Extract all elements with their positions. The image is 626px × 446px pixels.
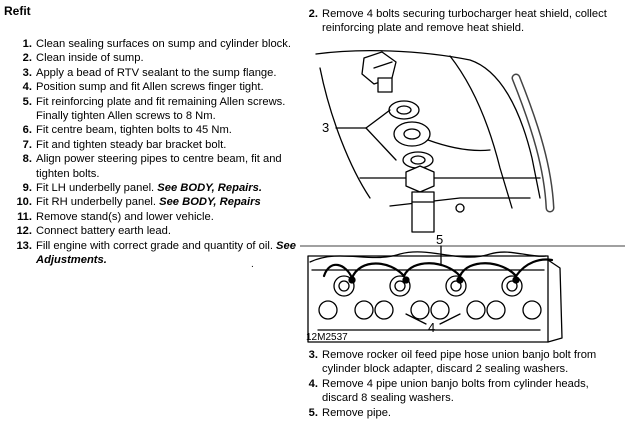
list-item: 8. Align power steering pipes to centre b…: [8, 152, 298, 181]
step-number: 13.: [16, 239, 32, 252]
step-text: Fit and tighten steady bar bracket bolt.: [36, 138, 227, 151]
step-text: Fit RH underbelly panel.: [36, 196, 157, 209]
leader-line: [365, 109, 391, 129]
list-item: 1. Clean sealing surfaces on sump and cyl…: [8, 37, 298, 51]
heat-shield-outline: [315, 49, 555, 213]
step-number: 2.: [308, 8, 318, 20]
step-number: 1.: [22, 38, 32, 50]
step-text: Fit LH underbelly panel.: [36, 182, 155, 195]
list-item: 11. Remove stand(s) and lower vehicle.: [8, 210, 298, 224]
list-item: 12. Connect battery earth lead.: [8, 224, 298, 238]
list-item: 10. Fit RH underbelly panel. See BODY, Re…: [8, 195, 298, 209]
list-item: 2. Remove 4 bolts securing turbocharger h…: [294, 7, 624, 36]
list-item: 2. Clean inside of sump.: [8, 51, 298, 65]
bolt-hole-icon: [455, 203, 465, 213]
step-text: Remove 4 pipe union banjo bolts from cyl…: [322, 377, 589, 405]
list-item: 5. Fit reinforcing plate and fit remainin…: [8, 95, 298, 124]
list-item: 3. Apply a bead of RTV sealant to the sum…: [8, 66, 298, 80]
step-text: Fit reinforcing plate and fit remaining …: [36, 95, 286, 123]
cross-reference-link[interactable]: See BODY, Repairs.: [157, 182, 262, 195]
list-item: 3. Remove rocker oil feed pipe hose union…: [294, 348, 624, 377]
banjo-bolts: [348, 276, 520, 284]
sealing-washer-lower-icon: [402, 151, 434, 169]
step-text-wrapper: Fit RH underbelly panel. See BODY, Repai…: [36, 195, 298, 209]
sealing-washer-upper-hole: [396, 105, 412, 115]
step-text: Align power steering pipes to centre bea…: [36, 153, 282, 180]
step-text: Clean inside of sump.: [36, 52, 144, 65]
step-number: 5.: [308, 406, 318, 419]
step-text: Fill engine with correct grade and quant…: [36, 239, 273, 252]
step-number: 3.: [22, 66, 32, 79]
step-number: 11.: [17, 210, 32, 223]
leader-line: [365, 127, 397, 161]
list-item: 7. Fit and tighten steady bar bracket bol…: [8, 138, 298, 152]
step-text-wrapper: Fill engine with correct grade and quant…: [36, 239, 298, 268]
step-number: 10.: [16, 196, 32, 209]
step-text: Fit centre beam, tighten bolts to 45 Nm.: [36, 124, 232, 137]
refit-steps-list: 1. Clean sealing surfaces on sump and cyl…: [8, 37, 298, 268]
adapter-fitting-icon: [405, 165, 435, 233]
step-text: Remove stand(s) and lower vehicle.: [36, 210, 214, 223]
removal-steps-top: 2. Remove 4 bolts securing turbocharger h…: [294, 7, 624, 36]
step-text: Position sump and fit Allen screws finge…: [36, 81, 264, 94]
engine-diagram: 3 5 4 12M2537: [300, 49, 625, 343]
callout-4: 4: [428, 320, 435, 335]
leader-line: [405, 313, 427, 325]
stray-mark: .: [251, 259, 254, 270]
sealing-washer-upper-icon: [388, 100, 420, 120]
callout-3: 3: [322, 120, 329, 135]
step-number: 8.: [22, 153, 32, 166]
step-text: Clean sealing surfaces on sump and cylin…: [36, 38, 291, 50]
list-item: 5. Remove pipe.: [294, 406, 624, 420]
step-number: 2.: [22, 52, 32, 65]
step-number: 9.: [22, 182, 32, 195]
step-text: Connect battery earth lead.: [36, 225, 171, 238]
list-item: 9. Fit LH underbelly panel. See BODY, Rep…: [8, 181, 298, 195]
callout-5: 5: [436, 232, 443, 247]
step-number: 12.: [16, 225, 32, 238]
list-item: 4. Position sump and fit Allen screws fin…: [8, 80, 298, 94]
step-number: 5.: [22, 95, 32, 108]
step-number: 3.: [308, 349, 318, 361]
step-text: Apply a bead of RTV sealant to the sump …: [36, 66, 277, 79]
list-item: 6. Fit centre beam, tighten bolts to 45 N…: [8, 123, 298, 137]
leader-line: [439, 313, 461, 325]
cross-reference-link[interactable]: See Adjustments.: [36, 239, 296, 267]
hex-bolt-icon: [361, 51, 397, 93]
step-text: Remove 4 bolts securing turbocharger hea…: [322, 8, 607, 35]
sealing-washer-lower-hole: [410, 155, 426, 165]
step-number: 4.: [22, 81, 32, 94]
refit-heading: Refit: [4, 4, 31, 18]
step-text-wrapper: Fit LH underbelly panel. See BODY, Repai…: [36, 181, 298, 195]
step-number: 6.: [22, 124, 32, 137]
cross-reference-link[interactable]: See BODY, Repairs: [159, 196, 261, 209]
step-text: Remove pipe.: [322, 406, 392, 419]
list-item: 4. Remove 4 pipe union banjo bolts from c…: [294, 377, 624, 406]
banjo-union-icon: [393, 121, 491, 152]
step-number: 4.: [308, 377, 318, 390]
step-text: Remove rocker oil feed pipe hose union b…: [322, 349, 597, 376]
list-item: 13. Fill engine with correct grade and qu…: [8, 239, 298, 268]
removal-steps-bottom: 3. Remove rocker oil feed pipe hose union…: [294, 348, 624, 420]
figure-code: 12M2537: [306, 332, 348, 343]
step-number: 7.: [22, 138, 32, 151]
